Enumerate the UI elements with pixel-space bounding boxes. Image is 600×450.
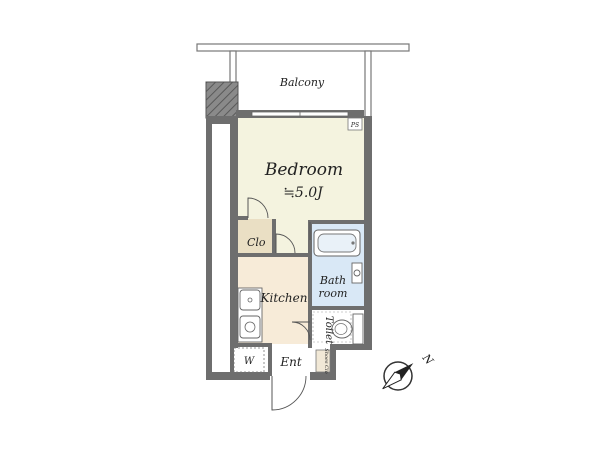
bedroom-area: ≒5.0J (283, 185, 324, 201)
closet-label: Clo (247, 236, 266, 249)
entrance-floor (270, 346, 310, 376)
bath-label-line1: Bath (319, 274, 346, 287)
doors (247, 197, 311, 411)
kitchen-counter (237, 287, 263, 343)
toilet-bowl (312, 311, 364, 345)
shoe-closet: Shoes Clo (315, 348, 331, 374)
kitchen-label: Kitchen (260, 291, 308, 305)
bath-label-line2: room (319, 287, 348, 300)
compass-ring (383, 361, 413, 391)
pipe-space: PS (347, 117, 363, 131)
pipe-space-label: PS (350, 122, 359, 129)
bathtub (313, 229, 361, 257)
bedroom-label: Bedroom (264, 160, 343, 180)
walls (206, 110, 372, 380)
pillar (205, 81, 239, 119)
balcony-label: Balcony (279, 76, 325, 89)
compass-needle-south (382, 371, 402, 390)
compass: N (382, 351, 436, 391)
shoe-closet-label: Shoes Clo (323, 348, 329, 373)
washbasin (351, 262, 363, 284)
washer-space: W (233, 347, 265, 373)
compass-north-label: N (419, 351, 436, 368)
toilet-label: Toilet (323, 316, 334, 345)
washer-label: W (244, 356, 255, 367)
closet-floor (236, 219, 274, 256)
entrance-label: Ent (279, 355, 301, 369)
